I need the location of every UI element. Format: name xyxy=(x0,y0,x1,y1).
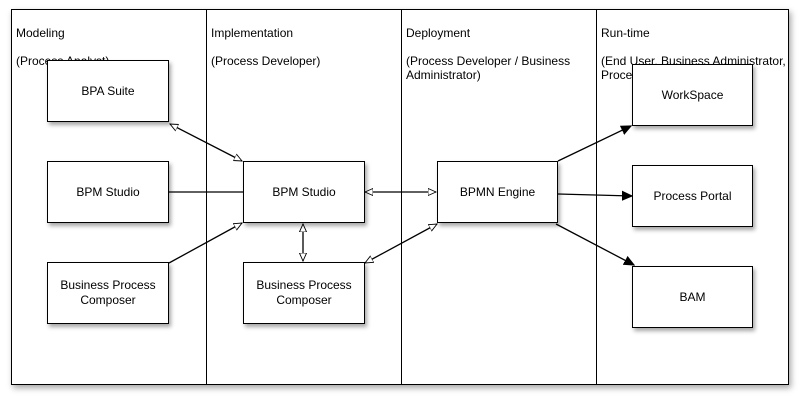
business-process-composer-implementation-label: Business Process Composer xyxy=(256,278,352,307)
bam-box: BAM xyxy=(632,266,753,328)
lane-header-implementation: Implementation (Process Developer) xyxy=(211,12,320,82)
bpm-studio-modeling-box: BPM Studio xyxy=(47,161,169,223)
lane-title: Run-time xyxy=(601,26,650,40)
workspace-label: WorkSpace xyxy=(661,87,724,102)
lane-title: Modeling xyxy=(16,26,65,40)
lane-divider xyxy=(401,9,402,385)
lane-subtitle: (Process Developer) xyxy=(211,54,321,68)
lane-subtitle: (Process Developer / Business Administra… xyxy=(406,54,571,82)
business-process-composer-modeling-label: Business Process Composer xyxy=(60,278,156,307)
process-portal-box: Process Portal xyxy=(632,165,753,227)
bpmn-engine-label: BPMN Engine xyxy=(459,184,536,199)
bpm-studio-modeling-label: BPM Studio xyxy=(76,184,140,199)
bpm-studio-implementation-label: BPM Studio xyxy=(272,184,336,199)
bpa-suite-label: BPA Suite xyxy=(81,83,135,98)
bam-label: BAM xyxy=(679,289,706,304)
bpa-suite-box: BPA Suite xyxy=(47,60,169,122)
bpmn-engine-box: BPMN Engine xyxy=(437,161,558,223)
lane-header-deployment: Deployment (Process Developer / Business… xyxy=(406,12,570,96)
lane-title: Implementation xyxy=(211,26,294,40)
lane-divider xyxy=(596,9,597,385)
business-process-composer-modeling-box: Business Process Composer xyxy=(47,262,169,324)
business-process-composer-implementation-box: Business Process Composer xyxy=(243,262,365,324)
lane-title: Deployment xyxy=(406,26,471,40)
bpm-studio-implementation-box: BPM Studio xyxy=(243,161,365,223)
lane-divider xyxy=(206,9,207,385)
process-portal-label: Process Portal xyxy=(653,188,732,203)
workspace-box: WorkSpace xyxy=(632,64,753,126)
